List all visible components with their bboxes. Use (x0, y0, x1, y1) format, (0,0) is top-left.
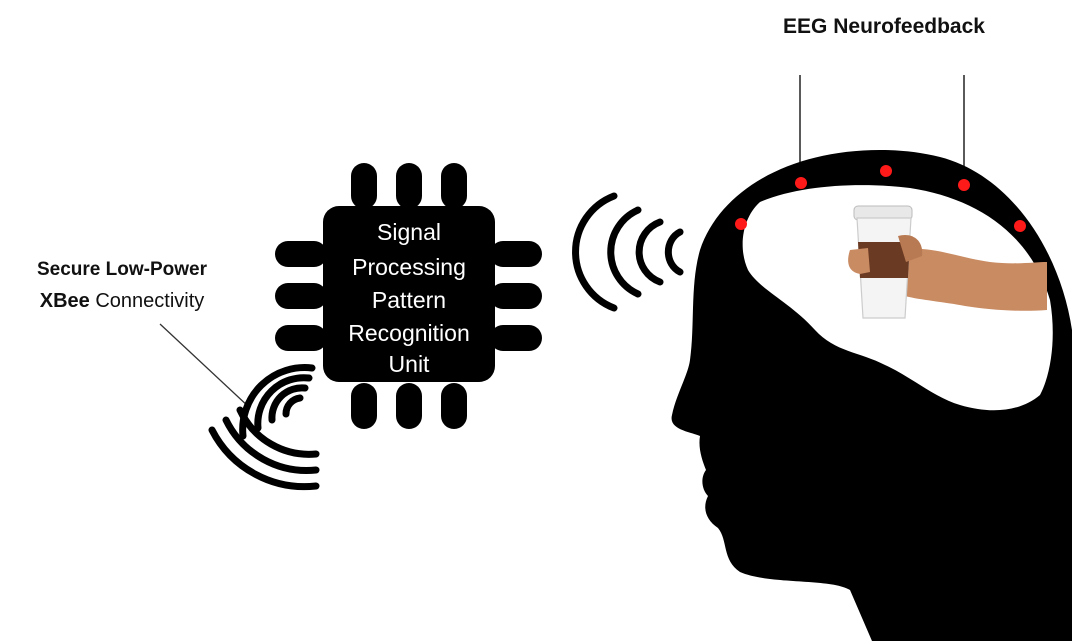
xbee-label-line1: Secure Low-Power (37, 259, 208, 280)
wireless-waves-icon (208, 406, 320, 491)
xbee-label-line2: XBee Connectivity (40, 290, 205, 312)
chip-label-line: Signal (377, 219, 441, 245)
chip-label-line: Recognition (348, 320, 469, 346)
chip-label-line: Processing (352, 254, 466, 280)
coffee-cup-in-hand-icon (848, 205, 1047, 319)
chip-label-line: Unit (389, 351, 431, 377)
xbee-label-rest: Connectivity (90, 290, 205, 312)
electrode-dot (1014, 220, 1026, 232)
chip-label-line: Pattern (372, 287, 446, 313)
chip-label: Signal Processing Pattern Recognition Un… (348, 219, 469, 377)
electrode-dot (795, 177, 807, 189)
eeg-electrodes (735, 165, 1026, 232)
wireless-waves-icon (572, 192, 684, 312)
microchip-icon (275, 163, 542, 429)
electrode-dot (735, 218, 747, 230)
xbee-leader-line (159, 323, 251, 409)
electrode-dot (880, 165, 892, 177)
eeg-neurofeedback-label: EEG Neurofeedback (783, 15, 985, 38)
electrode-dot (958, 179, 970, 191)
xbee-label-bold: XBee (40, 290, 90, 312)
